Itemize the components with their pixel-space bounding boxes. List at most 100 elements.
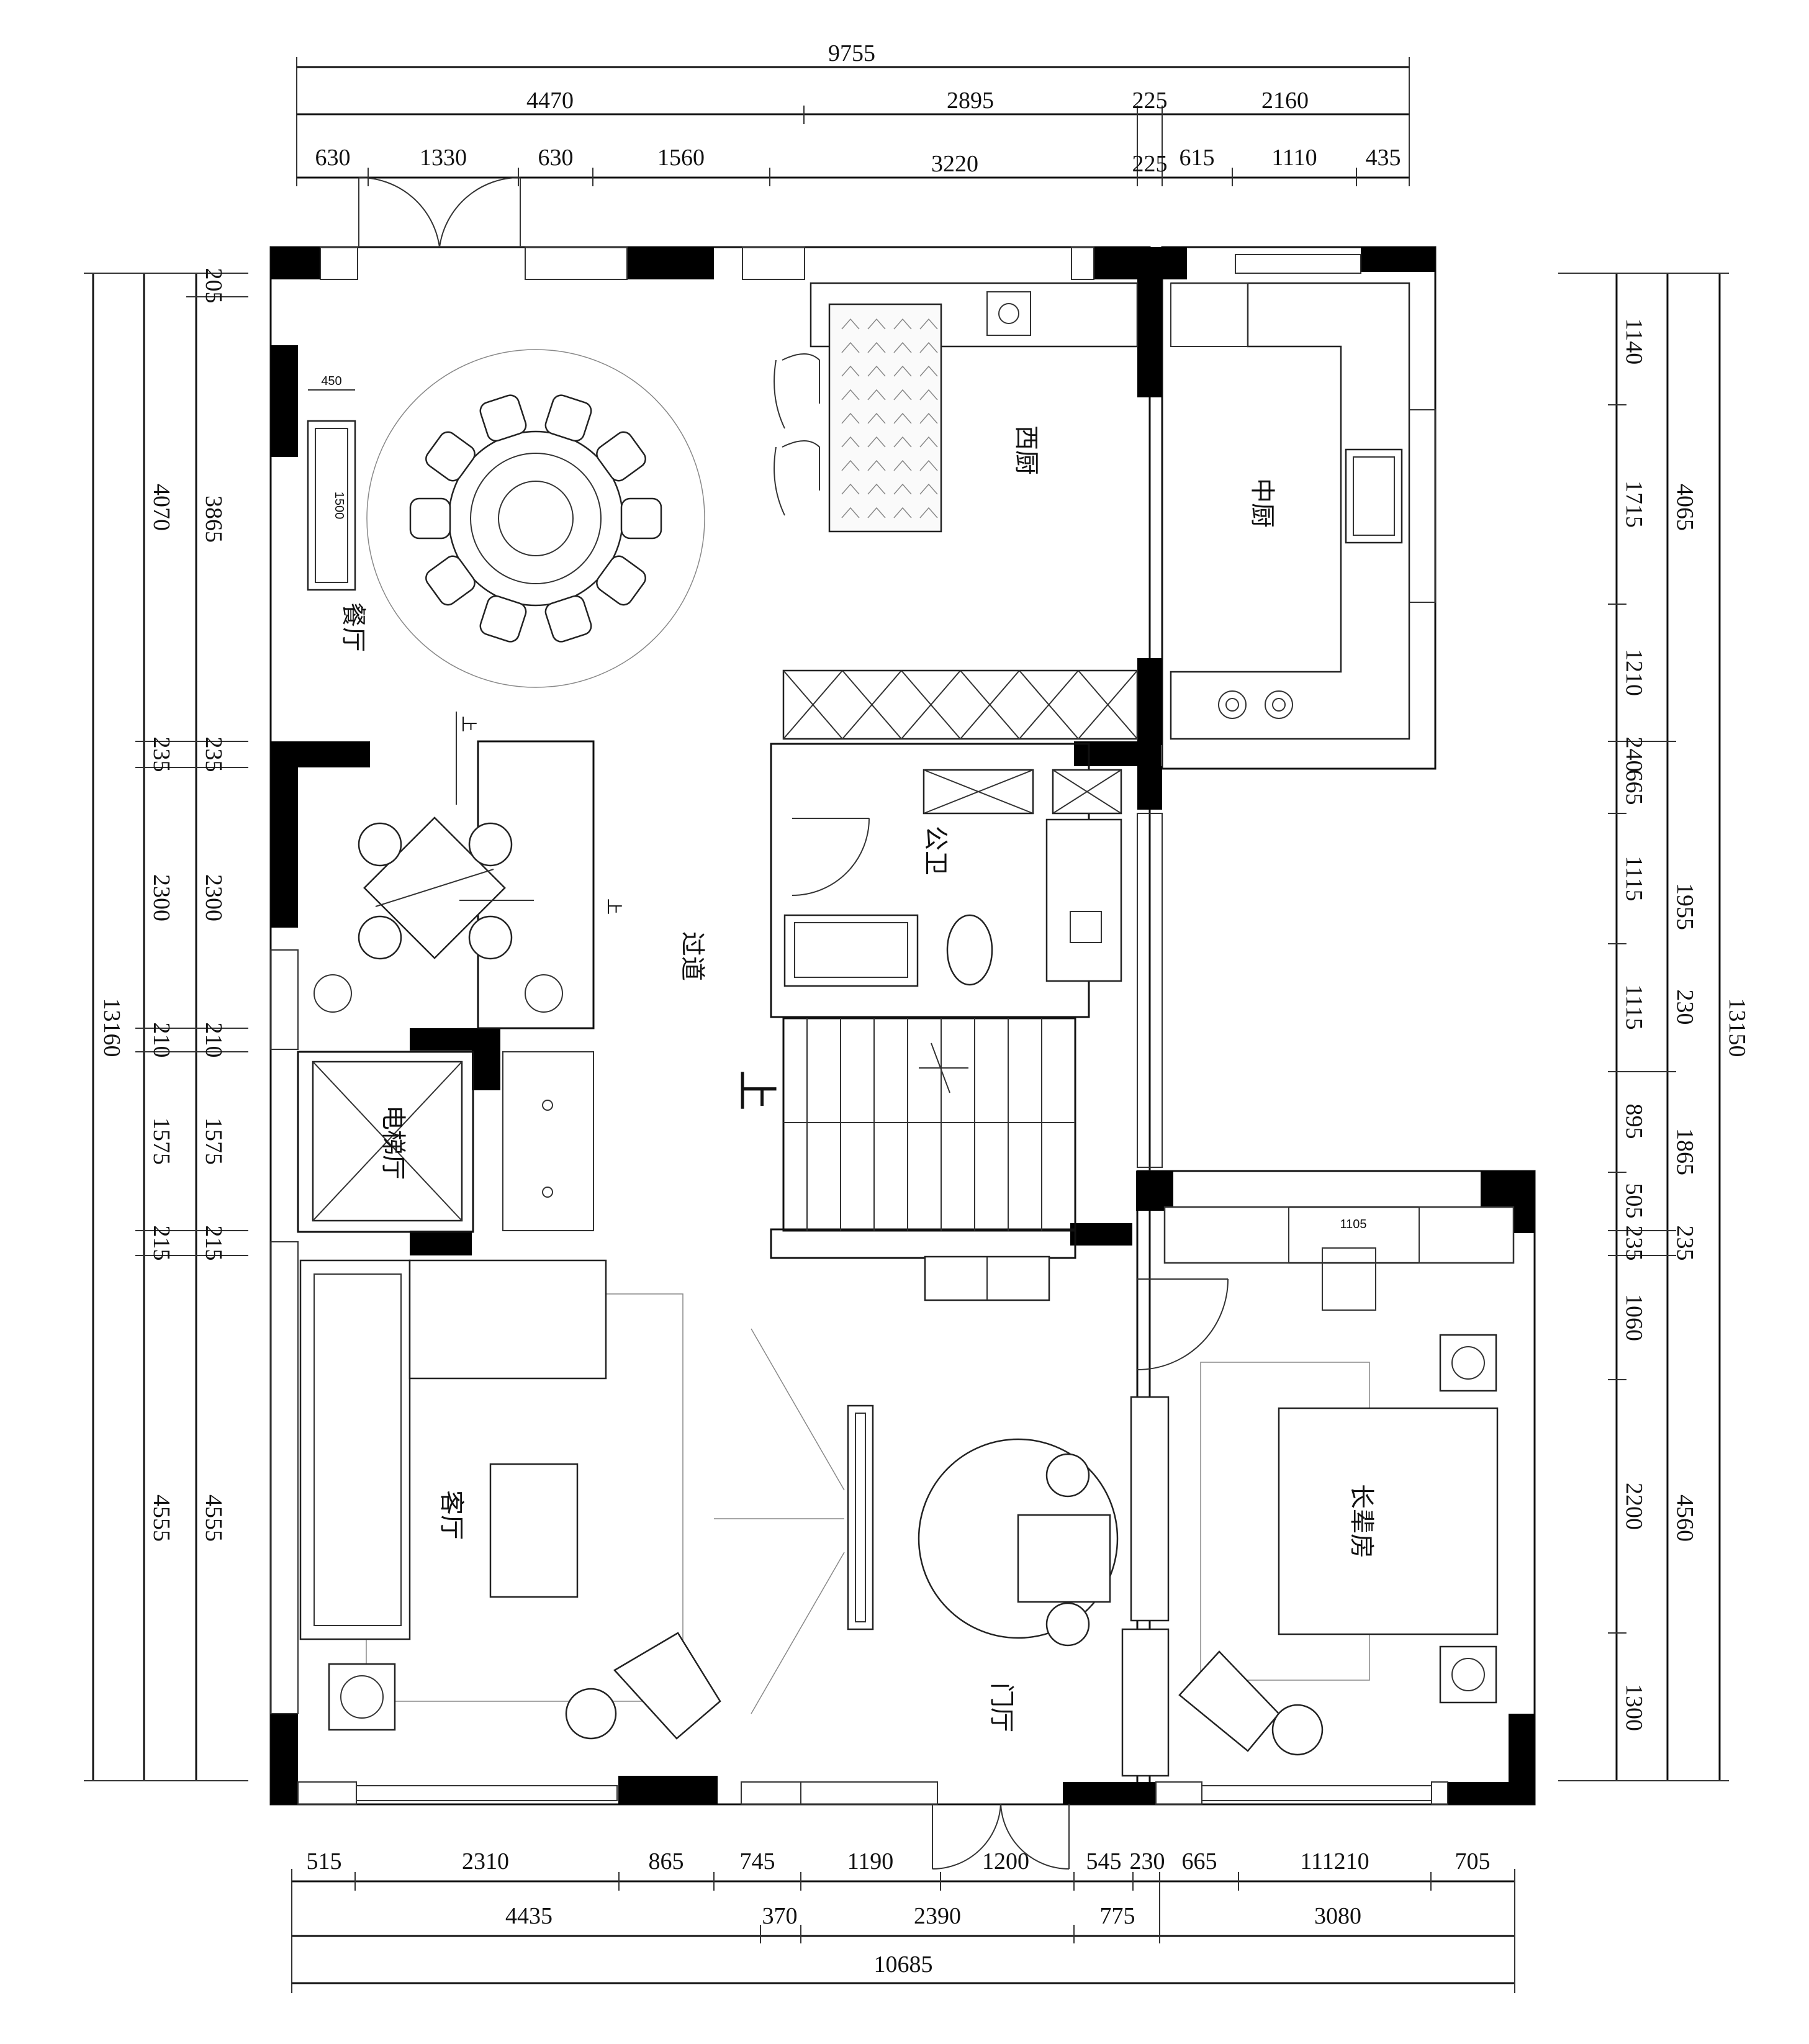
island-pattern-mark (867, 389, 886, 400)
dim-desk: 1105 (1340, 1218, 1366, 1231)
dim-right-mid: 4560 (1672, 1495, 1698, 1542)
dim-bottom-inner: 545 (1086, 1848, 1122, 1874)
dim-left-inner: 235 (201, 737, 227, 772)
elder-room-furniture: 1105 (1121, 1206, 1515, 1777)
dim-bottom-inner: 2310 (462, 1848, 509, 1874)
dim-bottom-inner: 865 (649, 1848, 684, 1874)
room-label-chinese-kitchen: 中厨 (1248, 478, 1276, 528)
dim-bottom-inner: 665 (1182, 1848, 1217, 1874)
stair-steps (806, 1018, 1042, 1231)
dim-right-inner: 1115 (1621, 984, 1647, 1029)
dim-left-inner: 4555 (201, 1495, 227, 1542)
doors (358, 176, 1229, 1870)
dim-right-inner: 1300 (1621, 1684, 1647, 1731)
island-pattern-mark (841, 389, 860, 400)
room-labels: 餐厅 西厨 中厨 公卫 过道 电梯厅 客厅 门厅 长辈房 上 上 上 (339, 425, 1376, 1732)
dim-right-inner: 1210 (1621, 649, 1647, 696)
dining-chair (425, 431, 476, 482)
dining-chair (596, 555, 646, 606)
dim-top-inner: 1560 (657, 145, 705, 171)
island-pattern-mark (893, 412, 912, 424)
dim-right-inner: 1115 (1621, 856, 1647, 901)
room-label-elder-room: 长辈房 (1347, 1484, 1376, 1558)
dim-bottom-mid: 2390 (914, 1903, 961, 1929)
dim-right-mid: 235 (1672, 1226, 1698, 1261)
cabinet-x-mark (960, 670, 1020, 739)
dim-bottom-mid: 370 (762, 1903, 798, 1929)
west-kitchen-furniture (774, 282, 1139, 740)
dim-top-mid: 4470 (526, 88, 574, 114)
dim-right-inner: 2200 (1621, 1483, 1647, 1530)
island-pattern-mark (893, 341, 912, 353)
cabinet-x-mark (842, 670, 902, 739)
foyer-furniture (847, 1255, 1119, 1647)
dim-bottom-total: 10685 (874, 1951, 933, 1978)
walls (269, 246, 1536, 1806)
island-pattern (841, 318, 938, 518)
dim-left-inner: 205 (201, 268, 227, 304)
dim-bottom-inner: 745 (740, 1848, 775, 1874)
dining-chair (544, 394, 592, 442)
dim-top-inner: 3220 (931, 151, 978, 177)
dim-bottom-inner: 230 (1130, 1848, 1165, 1874)
dim-right-inner: 240 (1621, 737, 1647, 772)
dim-top-mid: 2895 (947, 88, 994, 114)
dim-bottom-inner: 111210 (1300, 1848, 1369, 1874)
dim-top-total: 9755 (828, 40, 875, 66)
dim-bottom-inner: 515 (307, 1848, 342, 1874)
dim-right-inner: 505 (1621, 1183, 1647, 1219)
dim-right-mid: 1865 (1672, 1128, 1698, 1175)
island-pattern-mark (919, 318, 938, 330)
public-wc-furniture (783, 769, 1122, 987)
dim-cabinet-width: 450 (321, 374, 341, 388)
cabinet-x-mark (1078, 670, 1138, 739)
island-pattern-mark (919, 365, 938, 377)
elevator (312, 1051, 594, 1231)
room-label-west-kitchen: 西厨 (1012, 425, 1040, 475)
dim-top-inner: 1110 (1271, 145, 1317, 171)
room-label-dining: 餐厅 (339, 602, 368, 652)
island-pattern-mark (919, 459, 938, 471)
dining-chair (620, 497, 662, 540)
island-pattern-mark (841, 483, 860, 495)
island-pattern-mark (867, 483, 886, 495)
cabinet-x-marks (783, 670, 1138, 739)
dining-chair (544, 595, 592, 643)
island-pattern-mark (919, 436, 938, 448)
dim-right-inner: 665 (1621, 770, 1647, 805)
stair-up-label: 上 (459, 716, 477, 732)
dim-top-inner: 225 (1132, 151, 1168, 177)
island-pattern-mark (841, 341, 860, 353)
island-pattern-mark (893, 365, 912, 377)
island-pattern-mark (841, 436, 860, 448)
living-furniture (299, 1259, 845, 1740)
dim-top-mid: 2160 (1261, 88, 1309, 114)
dining-chair (596, 431, 646, 482)
dining-furniture: 450 1500 (307, 349, 705, 688)
cabinet-x-mark (783, 670, 843, 739)
tea-table-set (314, 712, 563, 1013)
dim-top-inner: 615 (1180, 145, 1215, 171)
island-pattern-mark (867, 459, 886, 471)
dining-chair (479, 595, 527, 643)
dim-cabinet-length: 1500 (332, 492, 346, 520)
dim-top-inner: 1330 (420, 145, 467, 171)
island-pattern-mark (893, 318, 912, 330)
island-pattern-mark (893, 459, 912, 471)
island-pattern-mark (841, 507, 860, 518)
room-label-living: 客厅 (437, 1490, 466, 1540)
dim-left-mid: 4070 (148, 484, 174, 531)
dim-left-inner: 3865 (201, 495, 227, 543)
island-pattern-mark (919, 507, 938, 518)
dim-left-inner: 215 (201, 1226, 227, 1261)
dim-left-total: 13160 (99, 998, 125, 1057)
island-pattern-mark (919, 341, 938, 353)
dim-left-mid: 2300 (148, 874, 174, 921)
dining-chair (479, 394, 527, 442)
dim-bottom-mid: 3080 (1314, 1903, 1361, 1929)
room-label-foyer: 门厅 (987, 1683, 1016, 1732)
dim-right-mid: 1955 (1672, 883, 1698, 930)
dim-right-mid: 230 (1672, 990, 1698, 1025)
dimension-annotations: 9755 4470 2895 225 2160 630 1330 630 156… (84, 40, 1750, 1993)
